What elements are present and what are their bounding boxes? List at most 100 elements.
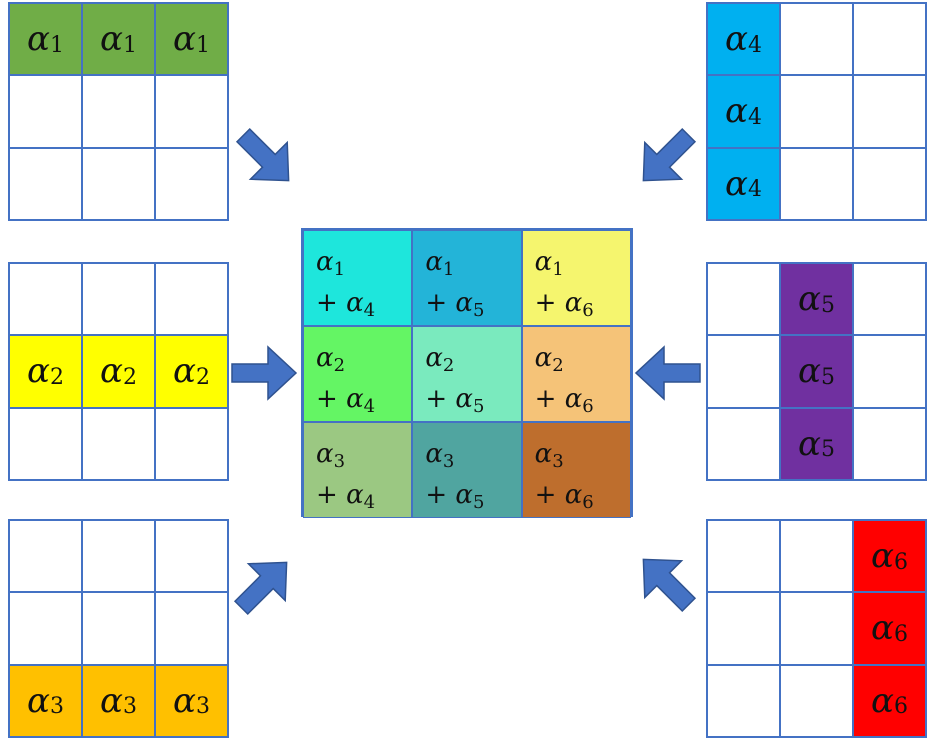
empty-cell: [780, 3, 853, 76]
alpha-symbol: α: [316, 247, 334, 277]
empty-cell: [780, 147, 853, 220]
alpha-subscript: 5: [820, 364, 835, 390]
alpha-subscript: 6: [893, 621, 908, 647]
empty-cell: [82, 520, 155, 593]
sum-term-row: α3: [425, 435, 520, 476]
alpha-subscript: 3: [49, 694, 64, 720]
sum-term-col: + α5: [425, 284, 520, 325]
sum-term-col: + α5: [425, 476, 520, 517]
alpha-subscript: 3: [552, 451, 564, 472]
alpha-symbol: α: [534, 439, 553, 469]
alpha-symbol: α: [725, 163, 748, 204]
alpha-symbol: α: [564, 384, 583, 414]
alpha-symbol: α: [27, 19, 50, 60]
empty-cell: [707, 335, 780, 408]
plus-sign: +: [534, 288, 557, 318]
alpha-subscript: 1: [333, 259, 346, 280]
arrow-mid-right-icon: [634, 345, 701, 401]
empty-cell: [155, 407, 228, 480]
arrow-top-right-icon: [642, 127, 697, 182]
empty-cell: [82, 263, 155, 336]
sum-term-row: α2: [316, 339, 411, 380]
alpha-subscript: 2: [333, 355, 346, 376]
alpha-symbol: α: [425, 439, 443, 469]
empty-cell: [9, 75, 82, 148]
empty-cell: [9, 147, 82, 220]
alpha-subscript: 6: [893, 694, 908, 720]
alpha-subscript: 4: [747, 177, 762, 203]
alpha-subscript: 2: [442, 355, 455, 376]
alpha-symbol: α: [100, 19, 123, 60]
alpha-subscript: 5: [472, 396, 485, 417]
sum-term-row: α1: [535, 243, 630, 284]
empty-cell: [9, 520, 82, 593]
plus-sign: +: [425, 480, 448, 510]
sum-term-row: α2: [535, 339, 630, 380]
empty-cell: [707, 592, 780, 665]
alpha-symbol: α: [316, 343, 334, 373]
empty-cell: [155, 592, 228, 665]
alpha-subscript: 2: [122, 364, 137, 390]
empty-cell: [155, 147, 228, 220]
empty-cell: [853, 407, 926, 480]
sum-term-row: α1: [316, 243, 411, 284]
empty-cell: [707, 407, 780, 480]
sum-term-col: + α4: [316, 476, 411, 517]
sum-term-col: + α6: [535, 284, 630, 325]
alpha-symbol: α: [534, 247, 553, 277]
empty-cell: [82, 75, 155, 148]
alpha-symbol: α: [564, 480, 583, 510]
alpha-subscript: 3: [333, 451, 346, 472]
alpha-subscript: 6: [582, 492, 594, 513]
alpha-subscript: 4: [363, 492, 376, 513]
alpha-subscript: 3: [122, 694, 137, 720]
empty-cell: [780, 664, 853, 737]
empty-cell: [853, 75, 926, 148]
alpha-subscript: 5: [472, 300, 485, 321]
arrow-bottom-right-icon: [642, 558, 697, 613]
alpha-symbol: α: [798, 351, 821, 392]
sum-term-col: + α5: [425, 380, 520, 421]
empty-cell: [853, 263, 926, 336]
alpha-subscript: 4: [747, 32, 762, 58]
sum-term-col: + α4: [316, 284, 411, 325]
alpha-subscript: 3: [195, 694, 210, 720]
alpha-symbol: α: [455, 384, 473, 414]
alpha-symbol: α: [871, 608, 894, 649]
alpha-subscript: 1: [122, 32, 137, 58]
alpha-symbol: α: [871, 536, 894, 577]
alpha-symbol: α: [725, 19, 748, 60]
sum-cell: α2+ α6: [521, 326, 631, 422]
alpha-subscript: 6: [582, 300, 594, 321]
sum-cell: α1+ α4: [303, 230, 413, 326]
alpha-symbol: α: [871, 680, 894, 721]
alpha-symbol: α: [27, 351, 50, 392]
sum-term-col: + α4: [316, 380, 411, 421]
plus-sign: +: [534, 480, 557, 510]
empty-cell: [155, 75, 228, 148]
empty-cell: [780, 520, 853, 593]
alpha-subscript: 4: [363, 396, 376, 417]
empty-cell: [155, 263, 228, 336]
alpha-symbol: α: [316, 439, 334, 469]
alpha-subscript: 5: [472, 492, 485, 513]
alpha-symbol: α: [455, 288, 473, 318]
sum-cell: α2 + α5: [412, 326, 522, 422]
empty-cell: [707, 263, 780, 336]
alpha-symbol: α: [534, 343, 553, 373]
alpha-subscript: 5: [820, 437, 835, 463]
